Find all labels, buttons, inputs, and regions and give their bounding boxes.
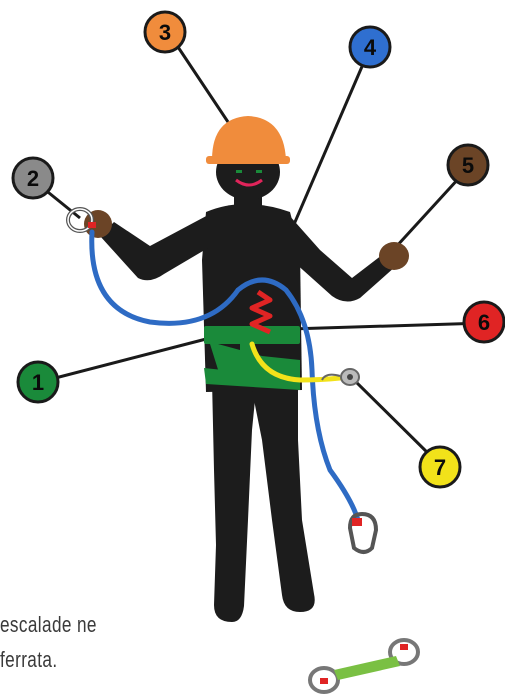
callout-number-2: 2 <box>27 166 39 191</box>
callout-badge-3: 3 <box>145 12 185 52</box>
leader-line-1 <box>40 338 210 382</box>
callout-badge-6: 6 <box>464 302 504 342</box>
quickdraw-icon <box>310 640 418 692</box>
right-glove <box>379 242 409 270</box>
left-leg <box>212 380 256 622</box>
callout-badge-2: 2 <box>13 158 53 198</box>
right-leg <box>252 380 315 612</box>
caption-line-2: ferrata. <box>0 647 57 673</box>
callout-badge-7: 7 <box>420 447 460 487</box>
caption-line-1: escalade ne <box>0 612 97 638</box>
helmet <box>206 116 290 164</box>
left-arm <box>100 214 210 280</box>
callout-number-3: 3 <box>159 20 171 45</box>
callout-badge-1: 1 <box>18 362 58 402</box>
callout-number-7: 7 <box>434 455 446 480</box>
callout-badge-4: 4 <box>350 27 390 67</box>
bottom-carabiner <box>350 514 376 552</box>
callout-number-4: 4 <box>364 35 377 60</box>
callout-number-1: 1 <box>32 370 44 395</box>
callout-number-6: 6 <box>478 310 490 335</box>
callout-badge-5: 5 <box>448 145 488 185</box>
callout-number-5: 5 <box>462 153 474 178</box>
